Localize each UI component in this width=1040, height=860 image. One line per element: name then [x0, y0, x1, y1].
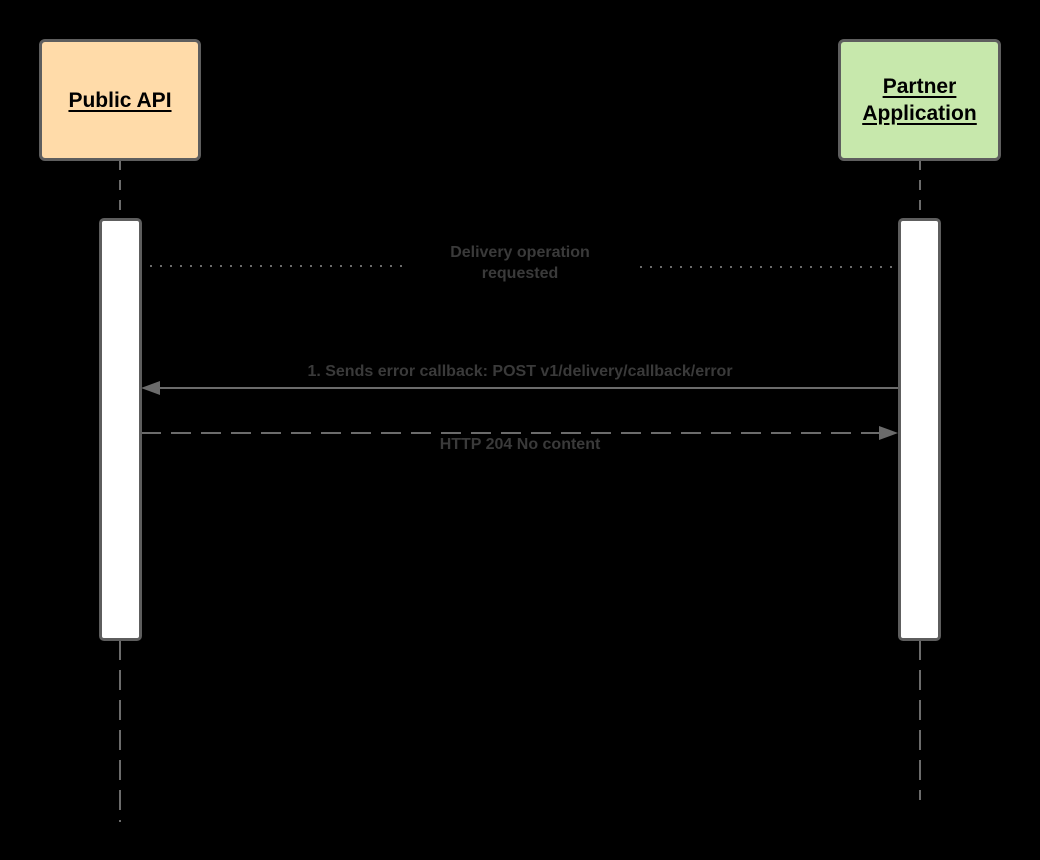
message-delivery-requested-label-line1: Delivery operation [450, 244, 590, 261]
actor-partner-application-label: Partner Application [862, 73, 976, 127]
actor-public-api-label: Public API [68, 88, 172, 112]
activation-partner-application [898, 218, 941, 641]
message-delivery-requested-label: Delivery operation requested [420, 242, 620, 284]
arrowhead-left-icon [141, 381, 160, 395]
arrowhead-right-icon [879, 426, 898, 440]
activation-public-api [99, 218, 142, 641]
actor-public-api: Public API [39, 39, 201, 161]
actor-partner-application: Partner Application [838, 39, 1001, 161]
message-http-204-label: HTTP 204 No content [439, 436, 601, 453]
message-delivery-requested-label-line2: requested [481, 265, 559, 282]
actor-partner-application-label-line1: Partner [882, 75, 957, 98]
actor-partner-application-label-line2: Application [862, 102, 977, 125]
message-error-callback-label: 1. Sends error callback: POST v1/deliver… [307, 363, 733, 380]
